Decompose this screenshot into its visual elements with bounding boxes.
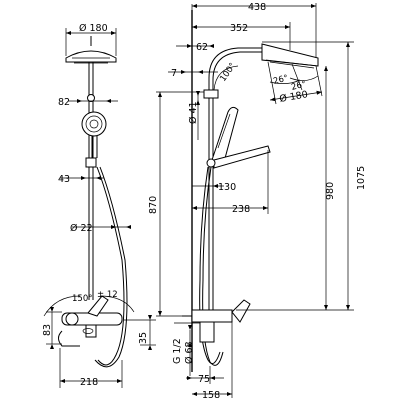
side-rosette-diameter: Ø 68 <box>184 341 195 364</box>
front-mixer <box>58 295 123 347</box>
side-head-angle-2: 26° <box>290 79 307 93</box>
side-head-angle-1: 26° <box>272 73 289 87</box>
side-head-diameter: Ø 180 <box>279 89 309 105</box>
side-angle: 100° <box>218 61 238 84</box>
side-shower-head <box>261 43 319 69</box>
side-tilt-offset: 7 <box>171 68 177 79</box>
front-mixer-offset: ± 12 <box>97 290 118 300</box>
side-arm-offset: 62 <box>196 42 208 53</box>
side-mixer <box>182 299 251 343</box>
side-reach: 438 <box>248 2 266 13</box>
side-view: 438 352 62 7 100° 26° 26° Ø 180 <box>148 2 367 400</box>
side-mixer-depth: 158 <box>202 390 220 400</box>
side-wall-offset: 75 <box>198 374 210 385</box>
side-arm-reach: 352 <box>230 23 248 34</box>
side-mixer-height: 870 <box>148 196 159 214</box>
front-shower-head <box>65 36 117 64</box>
front-arm-width: 82 <box>58 97 70 108</box>
front-mixer-angle: 150° <box>72 294 92 304</box>
front-bar-spacing: 43 <box>58 174 70 185</box>
front-hand-shower <box>81 111 107 158</box>
front-head-diameter: Ø 180 <box>79 23 108 34</box>
side-total-height: 1075 <box>356 166 367 190</box>
front-view: Ø 180 82 43 Ø 22 150° ± 12 83 3 <box>42 23 156 388</box>
side-thread: G 1/2 <box>172 338 183 364</box>
side-bar-height: 980 <box>325 182 336 200</box>
front-spout-height: 35 <box>138 332 149 344</box>
side-bar-diameter: Ø 41 <box>188 101 199 124</box>
front-hose-diameter: Ø 22 <box>70 223 93 234</box>
front-width: 218 <box>80 377 98 388</box>
side-handshower-reach: 238 <box>232 204 250 215</box>
front-mixer-height: 83 <box>42 324 53 336</box>
side-hand-shower <box>206 106 271 169</box>
side-handshower-height: 130 <box>218 182 236 193</box>
